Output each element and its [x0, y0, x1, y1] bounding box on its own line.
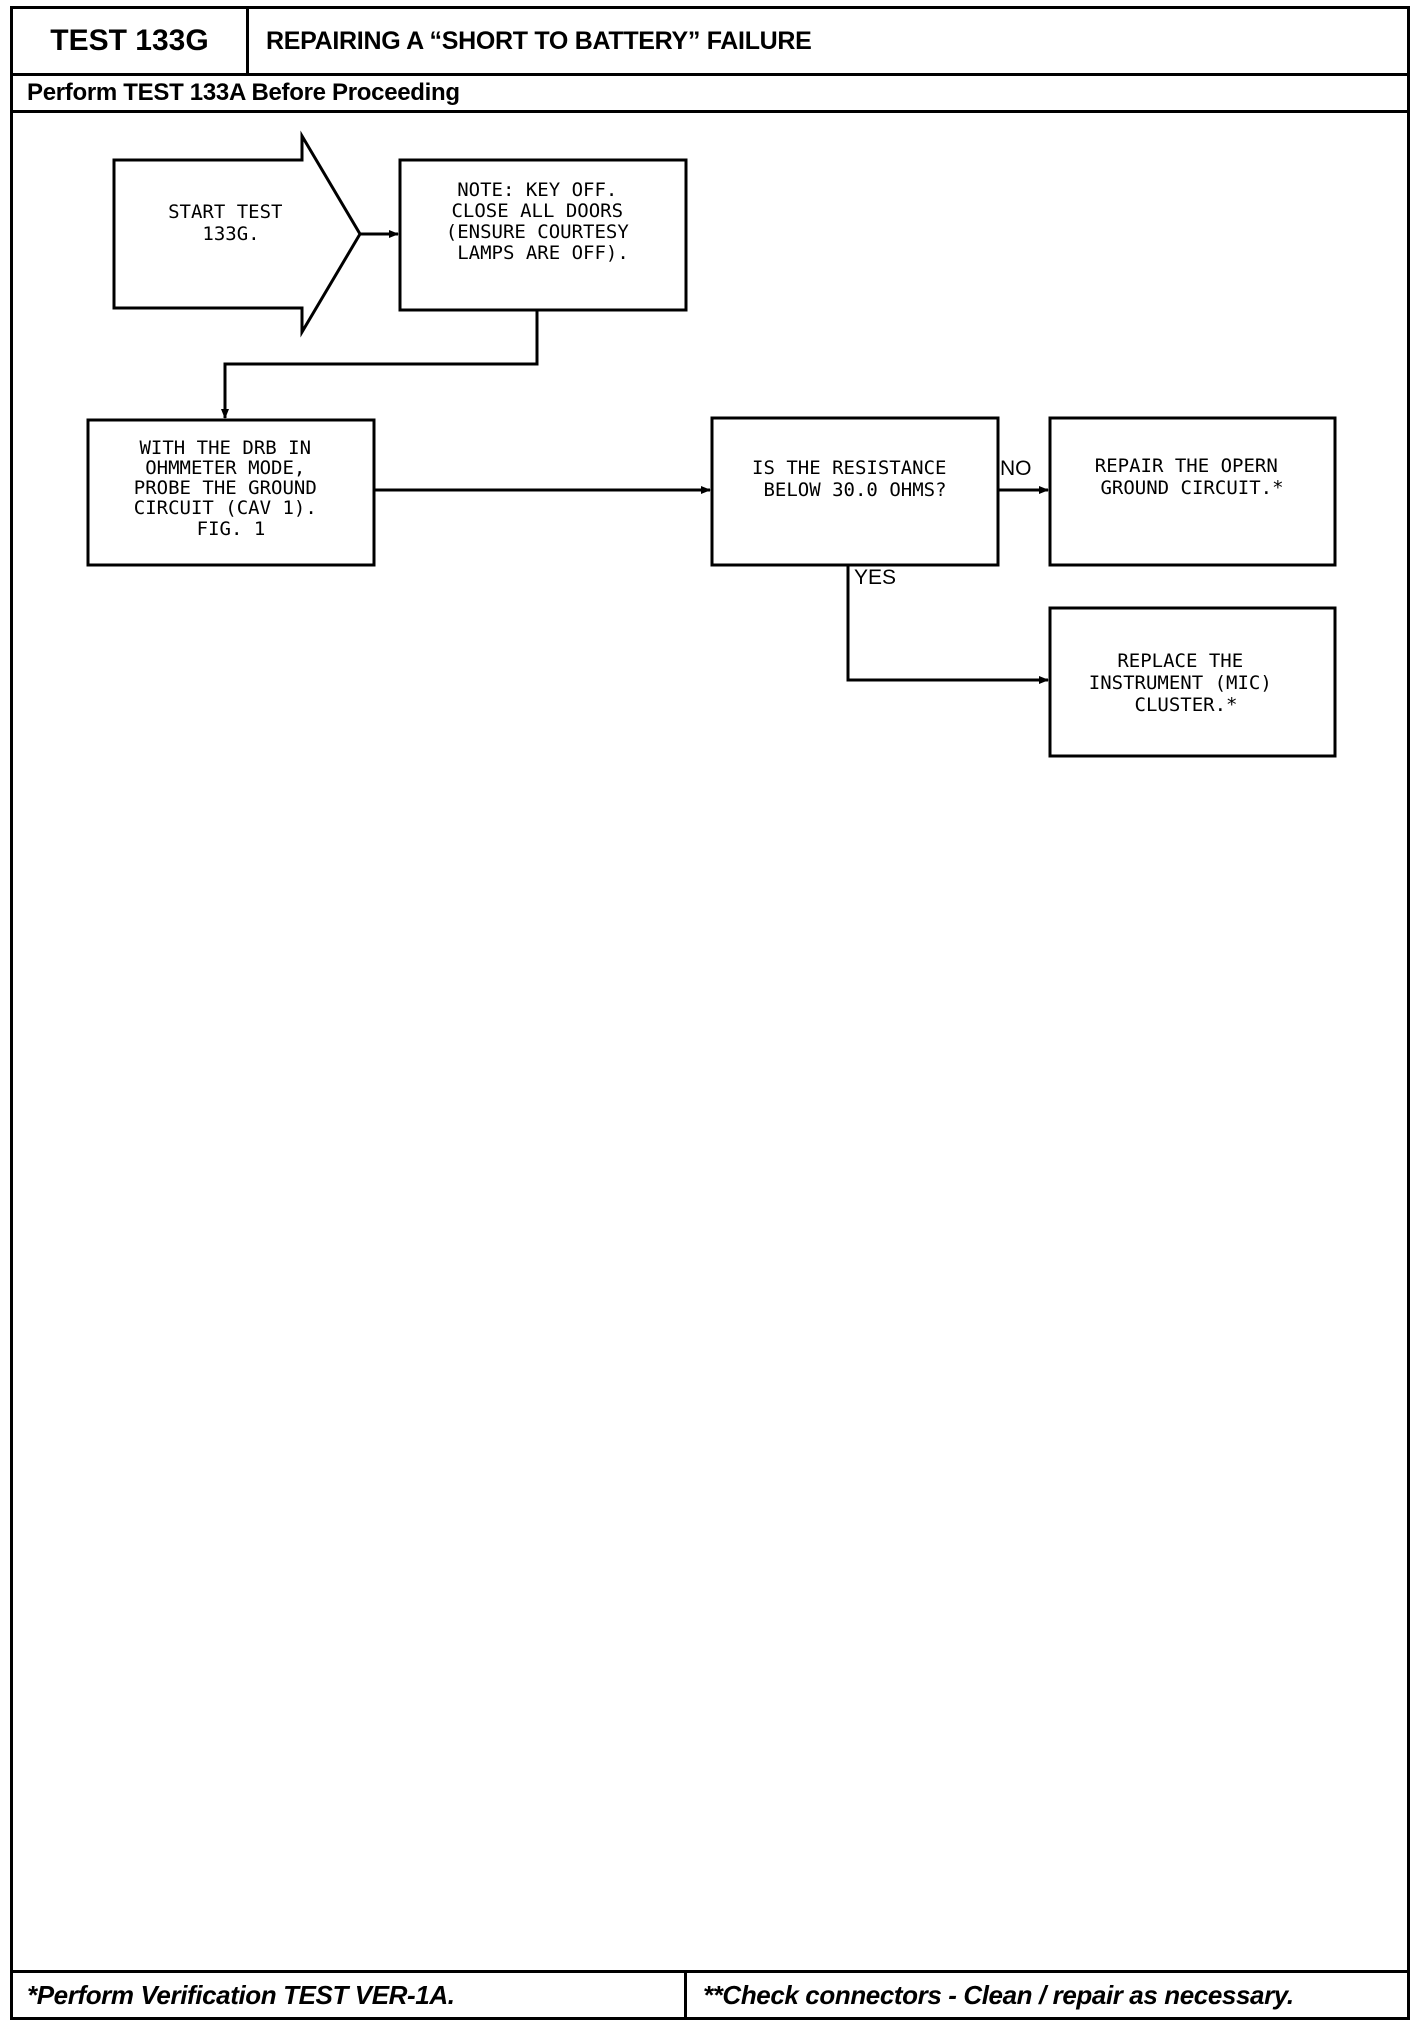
- label-yes: YES: [854, 566, 896, 589]
- footer: *Perform Verification TEST VER-1A. **Che…: [13, 1970, 1407, 2017]
- replace-text: REPLACE THE INSTRUMENT (MIC) CLUSTER.*: [1089, 650, 1283, 716]
- note-box: [398, 158, 688, 312]
- label-no: NO: [1000, 457, 1032, 480]
- footnote-verification: *Perform Verification TEST VER-1A.: [27, 1973, 687, 2017]
- header-row: TEST 133G REPAIRING A “SHORT TO BATTERY”…: [13, 9, 1407, 76]
- test-page: TEST 133G REPAIRING A “SHORT TO BATTERY”…: [10, 6, 1410, 2020]
- prerequisite-note: Perform TEST 133A Before Proceeding: [13, 76, 1407, 113]
- repair-text: REPAIR THE OPERN GROUND CIRCUIT.*: [1095, 455, 1289, 499]
- footnote-connectors: **Check connectors - Clean / repair as n…: [703, 1979, 1294, 2010]
- decision-text: IS THE RESISTANCE BELOW 30.0 OHMS?: [752, 457, 958, 501]
- probe-text: WITH THE DRB IN OHMMETER MODE, PROBE THE…: [134, 437, 328, 540]
- note-text: NOTE: KEY OFF. CLOSE ALL DOORS (ENSURE C…: [446, 179, 640, 264]
- test-id: TEST 133G: [13, 9, 249, 73]
- test-title: REPAIRING A “SHORT TO BATTERY” FAILURE: [266, 26, 812, 55]
- start-text: START TEST 133G.: [168, 201, 294, 245]
- repair-box: [1048, 416, 1337, 567]
- edge-note-to-probe: [221, 310, 539, 419]
- start-shape: [112, 130, 362, 338]
- replace-box: [1048, 606, 1337, 758]
- edge-yes-to-replace: [846, 565, 1049, 684]
- probe-box: [86, 418, 376, 567]
